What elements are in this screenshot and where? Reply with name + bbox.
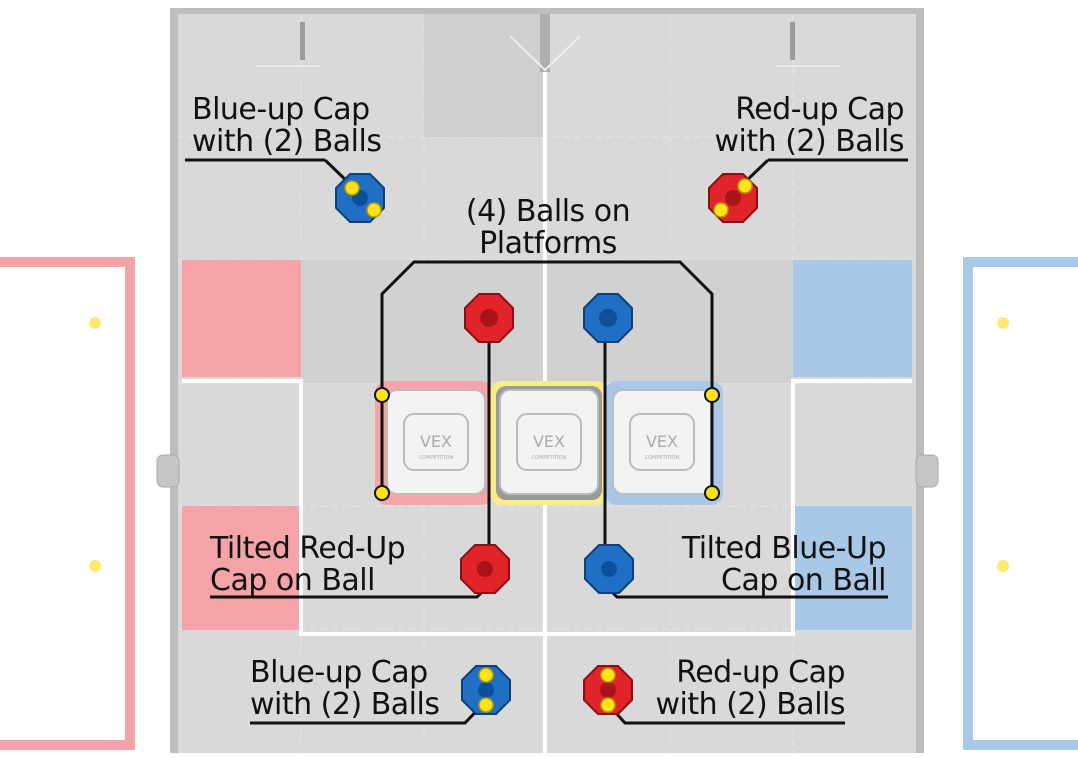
vex-logo-sub: COMPETITION	[532, 455, 567, 461]
label-line: Red-up Cap	[676, 655, 845, 690]
platform-balls	[374, 387, 720, 501]
vex-logo-sub: COMPETITION	[645, 455, 680, 461]
label-line: Tilted Red-Up	[210, 531, 406, 566]
vex-logo-sub: COMPETITION	[419, 455, 454, 461]
label-center: (4) Balls on Platforms	[450, 196, 646, 260]
label-line: Tilted Blue-Up	[681, 531, 887, 566]
label-line: with (2) Balls	[192, 124, 382, 159]
label-line: Blue-up Cap	[250, 655, 428, 690]
blue-start-tile	[793, 506, 912, 630]
caps	[335, 173, 758, 715]
red-alliance-station	[0, 257, 135, 750]
vex-logo: VEX	[646, 432, 678, 451]
ball-icon	[704, 387, 720, 403]
blue-cap-icon	[583, 293, 633, 343]
label-mid-left: Tilted Red-Up Cap on Ball	[210, 531, 406, 598]
blue-station-ball	[997, 317, 1009, 329]
blue-cap-icon	[584, 544, 634, 594]
blue-cap-icon	[461, 665, 511, 715]
blue-station-ball	[997, 560, 1009, 572]
ball-icon	[374, 387, 390, 403]
platforms: VEX VEX VEX COMPETITION COMPETITION COMP…	[375, 381, 723, 505]
red-cap-icon	[708, 173, 758, 223]
ball-icon	[374, 485, 390, 501]
red-start-tile	[182, 260, 301, 377]
label-line: with (2) Balls	[714, 124, 905, 159]
label-mid-right: Tilted Blue-Up Cap on Ball	[681, 531, 887, 598]
blue-cap-icon	[335, 173, 385, 223]
ball-icon	[704, 485, 720, 501]
red-cap-icon	[460, 544, 510, 594]
label-line: with (2) Balls	[250, 687, 440, 722]
label-bottom-right: Red-up Cap with (2) Balls	[655, 655, 846, 722]
center-platform	[490, 381, 608, 505]
label-line: Red-up Cap	[735, 92, 904, 127]
label-top-left: Blue-up Cap with (2) Balls	[192, 92, 382, 159]
vex-logo: VEX	[420, 432, 452, 451]
blue-alliance-station	[963, 257, 1078, 750]
red-start-tile	[182, 506, 301, 630]
label-line: Cap on Ball	[721, 563, 886, 598]
red-cap-icon	[583, 665, 633, 715]
red-station-ball	[89, 317, 101, 329]
label-top-right: Red-up Cap with (2) Balls	[714, 92, 905, 159]
blue-platform	[605, 381, 723, 505]
red-cap-icon	[464, 293, 514, 343]
red-platform	[375, 381, 493, 505]
label-line: Blue-up Cap	[192, 92, 370, 127]
label-line: Cap on Ball	[210, 563, 375, 598]
label-line: with (2) Balls	[655, 687, 846, 722]
label-line: Platforms	[479, 226, 617, 261]
label-bottom-left: Blue-up Cap with (2) Balls	[250, 655, 440, 722]
blue-start-tile	[793, 260, 912, 377]
red-station-ball	[89, 560, 101, 572]
vex-logo: VEX	[533, 432, 565, 451]
label-line: (4) Balls on	[465, 194, 631, 229]
